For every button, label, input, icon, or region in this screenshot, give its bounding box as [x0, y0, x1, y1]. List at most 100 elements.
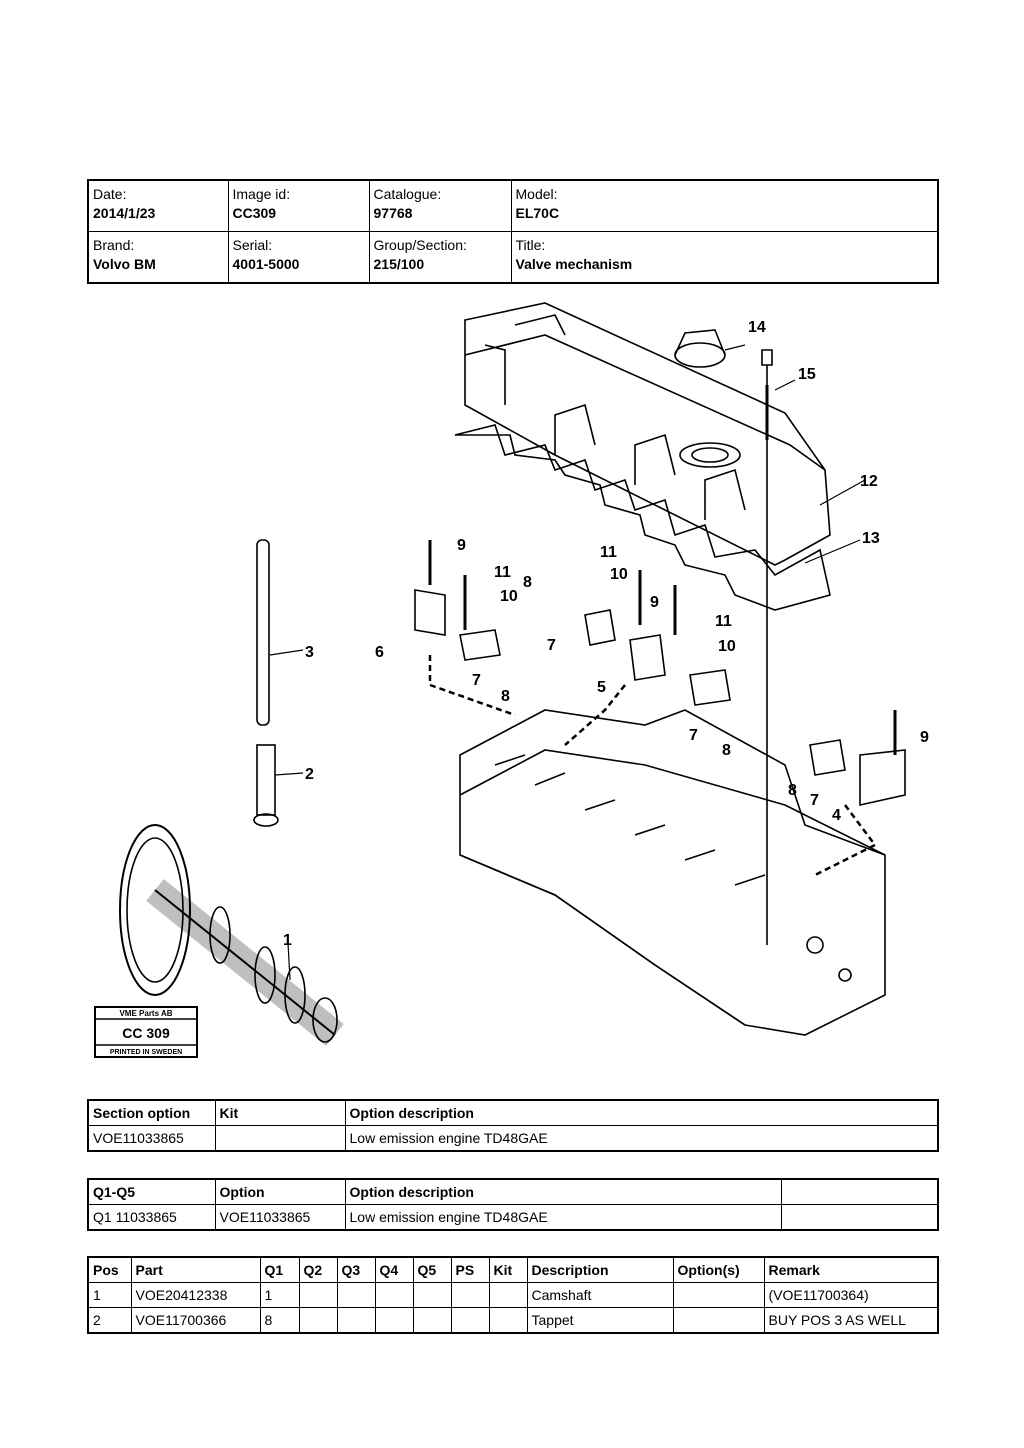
ps-cell	[450, 1282, 490, 1308]
options-cell	[672, 1282, 765, 1308]
callout-10b: 10	[610, 566, 628, 583]
stamp-code: CC 309	[122, 1025, 170, 1041]
callout-9b: 9	[650, 594, 659, 611]
callout-8d: 8	[788, 782, 797, 799]
section-header-row: Section option Kit Option description	[87, 1099, 939, 1126]
remark-cell: BUY POS 3 AS WELL	[763, 1307, 939, 1334]
option-description-cell: Low emission engine TD48GAE	[344, 1204, 782, 1231]
header-q1-q5: Q1-Q5	[87, 1178, 216, 1205]
q2-cell	[298, 1282, 338, 1308]
image-id-label: Image id:	[232, 186, 291, 202]
callout-labels: 1 2 3 4 5 6 7 7 7 7 8 8 8 8 9 9 9 10 10 …	[283, 319, 929, 949]
brand-label: Brand:	[93, 237, 135, 253]
title-cell: Title:Valve mechanism	[510, 231, 939, 284]
options-cell	[672, 1307, 765, 1334]
serial-value: 4001-5000	[232, 256, 300, 272]
group-value: 215/100	[373, 256, 425, 272]
option-description-cell: Low emission engine TD48GAE	[344, 1125, 939, 1152]
header-option-description: Option description	[344, 1099, 939, 1126]
q2-cell	[298, 1307, 338, 1334]
group-label: Group/Section:	[373, 237, 467, 253]
callout-14: 14	[748, 319, 766, 336]
image-id-value: CC309	[232, 205, 277, 221]
alignment-lines	[428, 655, 877, 877]
header-section-option: Section option	[87, 1099, 216, 1126]
callout-12: 12	[860, 473, 878, 490]
pushrod-drawing	[256, 539, 270, 726]
parts-table: Pos Part Q1 Q2 Q3 Q4 Q5 PS Kit Descripti…	[87, 1256, 939, 1334]
header-options: Option(s)	[672, 1256, 765, 1283]
q1-cell: 1	[259, 1282, 300, 1308]
catalogue-value: 97768	[373, 205, 413, 221]
header-q4: Q4	[374, 1256, 414, 1283]
date-cell: Date: 2014/1/23	[87, 179, 229, 232]
header-empty	[780, 1178, 939, 1205]
header-description: Description	[526, 1256, 674, 1283]
oil-cap-drawing	[674, 329, 726, 368]
header-ps: PS	[450, 1256, 490, 1283]
header-part: Part	[130, 1256, 261, 1283]
option-cell: VOE11033865	[214, 1204, 346, 1231]
group-cell: Group/Section: 215/100	[368, 231, 512, 284]
serial-label: Serial:	[232, 237, 273, 253]
header-info-table: Date: 2014/1/23 Image id: CC309 Catalogue:…	[87, 179, 939, 284]
callout-11b: 11	[600, 544, 617, 561]
catalogue-cell: Catalogue: 97768	[368, 179, 512, 232]
q4-cell	[374, 1282, 414, 1308]
header-q2: Q2	[298, 1256, 338, 1283]
callout-10c: 10	[718, 638, 736, 655]
brand-cell: Brand: Volvo BM	[87, 231, 229, 284]
callout-7d: 7	[810, 792, 819, 809]
image-id-cell: Image id: CC309	[227, 179, 370, 232]
stamp-printed: PRINTED IN SWEDEN	[110, 1049, 182, 1056]
callout-9c: 9	[920, 729, 929, 746]
remark-cell: (VOE11700364)	[763, 1282, 939, 1308]
camshaft-drawing	[119, 824, 344, 1046]
q-option-table: Q1-Q5 Option Option description Q1 11033…	[87, 1178, 939, 1231]
callout-2: 2	[305, 766, 314, 783]
header-q1: Q1	[259, 1256, 300, 1283]
q4-cell	[374, 1307, 414, 1334]
valve-cover-gasket-drawing	[454, 424, 831, 611]
date-label: Date:	[93, 186, 127, 202]
header-q3: Q3	[336, 1256, 376, 1283]
pos-cell: 2	[87, 1307, 132, 1334]
table-row: Q1 11033865 VOE11033865 Low emission eng…	[87, 1204, 939, 1231]
parts-header-row: Pos Part Q1 Q2 Q3 Q4 Q5 PS Kit Descripti…	[87, 1256, 939, 1283]
model-value: EL70C	[515, 205, 560, 221]
stamp-company: VME Parts AB	[119, 1009, 172, 1018]
callout-6: 6	[375, 644, 384, 661]
description-cell: Camshaft	[526, 1282, 674, 1308]
tappet-drawing	[253, 744, 279, 827]
title-value: Valve mechanism	[515, 256, 633, 272]
date-value: 2014/1/23	[93, 205, 156, 221]
kit-cell	[488, 1307, 528, 1334]
q-cell: Q1 11033865	[87, 1204, 216, 1231]
q3-cell	[336, 1307, 376, 1334]
callout-8a: 8	[501, 688, 510, 705]
vme-parts-stamp: VME Parts AB CC 309 PRINTED IN SWEDEN	[94, 1006, 198, 1058]
header-kit: Kit	[214, 1099, 346, 1126]
leader-lines	[269, 344, 866, 981]
callout-11c: 11	[715, 613, 732, 630]
q-header-row: Q1-Q5 Option Option description	[87, 1178, 939, 1205]
q5-cell	[412, 1282, 452, 1308]
header-kit: Kit	[488, 1256, 528, 1283]
callout-9a: 9	[457, 537, 466, 554]
catalogue-label: Catalogue:	[373, 186, 442, 202]
part-cell: VOE11700366	[130, 1307, 261, 1334]
header-pos: Pos	[87, 1256, 132, 1283]
table-row: VOE11033865 Low emission engine TD48GAE	[87, 1125, 939, 1152]
pos-cell: 1	[87, 1282, 132, 1308]
valve-cover-drawing	[464, 302, 831, 566]
header-q5: Q5	[412, 1256, 452, 1283]
callout-1: 1	[283, 932, 292, 949]
callout-4: 4	[832, 807, 841, 824]
ps-cell	[450, 1307, 490, 1334]
cylinder-head-drawing	[459, 709, 886, 1036]
table-row: 2 VOE11700366 8 Tappet BUY POS 3 AS WELL	[87, 1307, 939, 1334]
q5-cell	[412, 1307, 452, 1334]
header-option-description: Option description	[344, 1178, 782, 1205]
brand-value: Volvo BM	[93, 256, 156, 272]
callout-7a: 7	[472, 672, 481, 689]
